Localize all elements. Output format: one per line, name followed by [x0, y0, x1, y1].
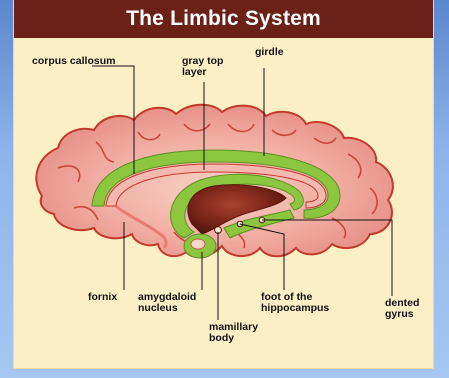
label-fornix: fornix — [88, 292, 117, 303]
label-foot-of-hippocampus: foot of the hippocampus — [261, 292, 329, 314]
page-title: The Limbic System — [126, 7, 321, 31]
limbic-system-diagram — [14, 38, 433, 368]
label-mamillary-body: mamillary body — [209, 322, 258, 344]
title-bar: The Limbic System — [14, 0, 433, 38]
label-girdle: girdle — [255, 47, 284, 58]
label-gray-top-layer: gray top layer — [182, 56, 223, 78]
diagram-panel: The Limbic System — [14, 0, 433, 368]
label-dented-gyrus: dented gyrus — [385, 298, 419, 320]
label-amygdaloid-nucleus: amygdaloid nucleus — [138, 292, 196, 314]
amygdaloid-core — [191, 239, 205, 249]
label-corpus-callosum: corpus callosum — [32, 56, 115, 67]
